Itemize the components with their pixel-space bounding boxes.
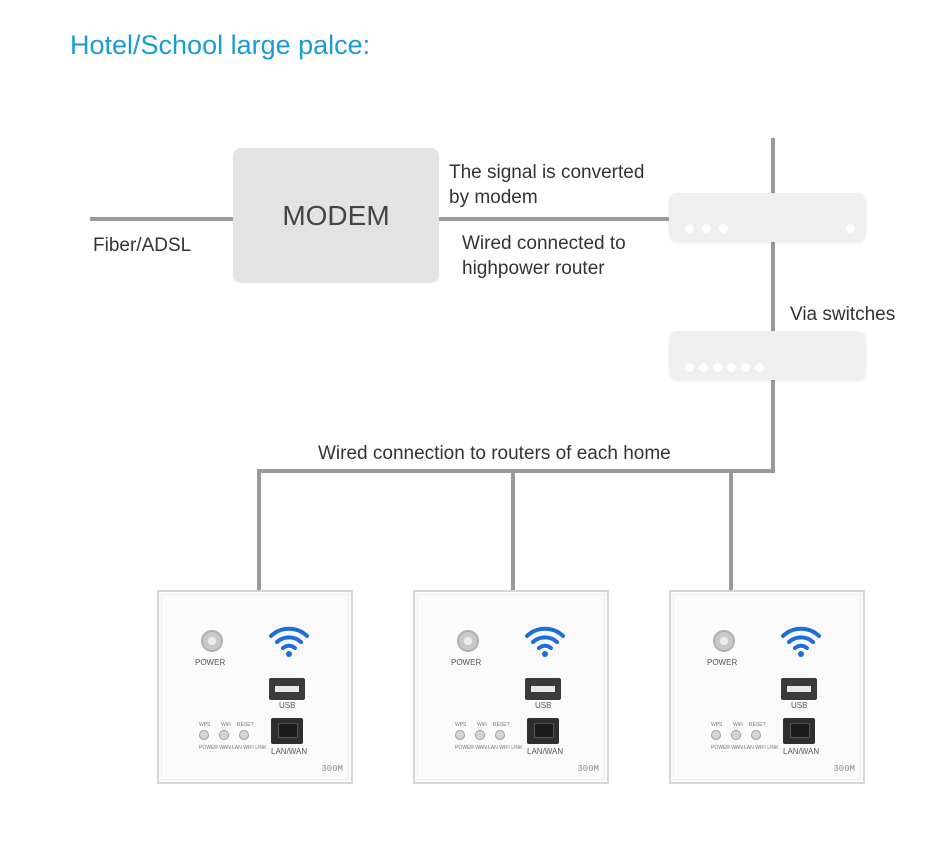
lan-wan-port [271, 718, 303, 744]
page-heading: Hotel/School large palce: [70, 30, 371, 60]
reset-button [239, 730, 249, 740]
router-port-light [685, 224, 694, 233]
wall-router-panel: POWER USB LAN/WAN WPS WiFi RESET POWER W… [669, 590, 865, 784]
wifi-icon [269, 626, 309, 657]
drop-line-3 [729, 469, 733, 591]
lan-wan-port [783, 718, 815, 744]
usb-label: USB [535, 701, 552, 710]
usb-port [269, 678, 305, 700]
power-label: POWER [195, 658, 226, 667]
router-status-light [846, 224, 855, 233]
wifi-label: WiFi [477, 722, 487, 728]
wifi-button [475, 730, 485, 740]
wall-router-panel: POWER USB LAN/WAN WPS WiFi RESET POWER W… [413, 590, 609, 784]
router-port-light [719, 224, 728, 233]
usb-port [781, 678, 817, 700]
usb-label: USB [791, 701, 808, 710]
wired-label-line2: highpower router [462, 258, 605, 279]
signal-label-line1: The signal is converted [449, 162, 645, 183]
wifi-icon [781, 626, 821, 657]
wps-button [455, 730, 465, 740]
speed-label: 300M [577, 764, 599, 774]
wps-button [199, 730, 209, 740]
reset-label: RESET [749, 722, 766, 728]
lanwan-label: LAN/WAN [527, 747, 564, 756]
power-label: POWER [451, 658, 482, 667]
wps-label: WPS [711, 722, 723, 728]
backbone-line [771, 138, 775, 473]
wifi-label: WiFi [221, 722, 231, 728]
router-port-light [702, 224, 711, 233]
power-button [457, 630, 479, 652]
usb-label: USB [279, 701, 296, 710]
speed-label: 300M [833, 764, 855, 774]
highpower-router [669, 193, 866, 242]
power-button [713, 630, 735, 652]
wps-button [711, 730, 721, 740]
modem-label: MODEM [282, 199, 390, 231]
wifi-button [731, 730, 741, 740]
reset-label: RESET [493, 722, 510, 728]
wall-router-panel: POWER USB LAN/WAN WPS WiFi RESET POWER W… [157, 590, 353, 784]
reset-button [751, 730, 761, 740]
wps-label: WPS [199, 722, 211, 728]
switch-port-light [727, 363, 736, 372]
distribution-line [257, 469, 775, 473]
power-label: POWER [707, 658, 738, 667]
signal-label-line2: by modem [449, 187, 538, 208]
each-home-label: Wired connection to routers of each home [318, 443, 671, 464]
wifi-button [219, 730, 229, 740]
switches-label: Via switches [790, 304, 896, 325]
wired-label-line1: Wired connected to [462, 233, 626, 254]
drop-line-1 [257, 469, 261, 591]
power-button [201, 630, 223, 652]
switch-port-light [699, 363, 708, 372]
fiber-line [90, 217, 233, 221]
switch-port-light [741, 363, 750, 372]
lanwan-label: LAN/WAN [271, 747, 308, 756]
switch-port-light [755, 363, 764, 372]
lan-wan-port [527, 718, 559, 744]
reset-label: RESET [237, 722, 254, 728]
modem-box: MODEM [233, 148, 439, 283]
reset-button [495, 730, 505, 740]
wps-label: WPS [455, 722, 467, 728]
fiber-label: Fiber/ADSL [93, 235, 192, 256]
network-switch [669, 331, 866, 380]
speed-label: 300M [321, 764, 343, 774]
wifi-label: WiFi [733, 722, 743, 728]
usb-port [525, 678, 561, 700]
switch-port-light [713, 363, 722, 372]
drop-line-2 [511, 469, 515, 591]
modem-router-line [439, 217, 671, 221]
led-labels: POWER WAN LAN WIFI LINK [711, 745, 779, 751]
lanwan-label: LAN/WAN [783, 747, 820, 756]
wifi-icon [525, 626, 565, 657]
led-labels: POWER WAN LAN WIFI LINK [199, 745, 267, 751]
switch-port-light [685, 363, 694, 372]
led-labels: POWER WAN LAN WIFI LINK [455, 745, 523, 751]
